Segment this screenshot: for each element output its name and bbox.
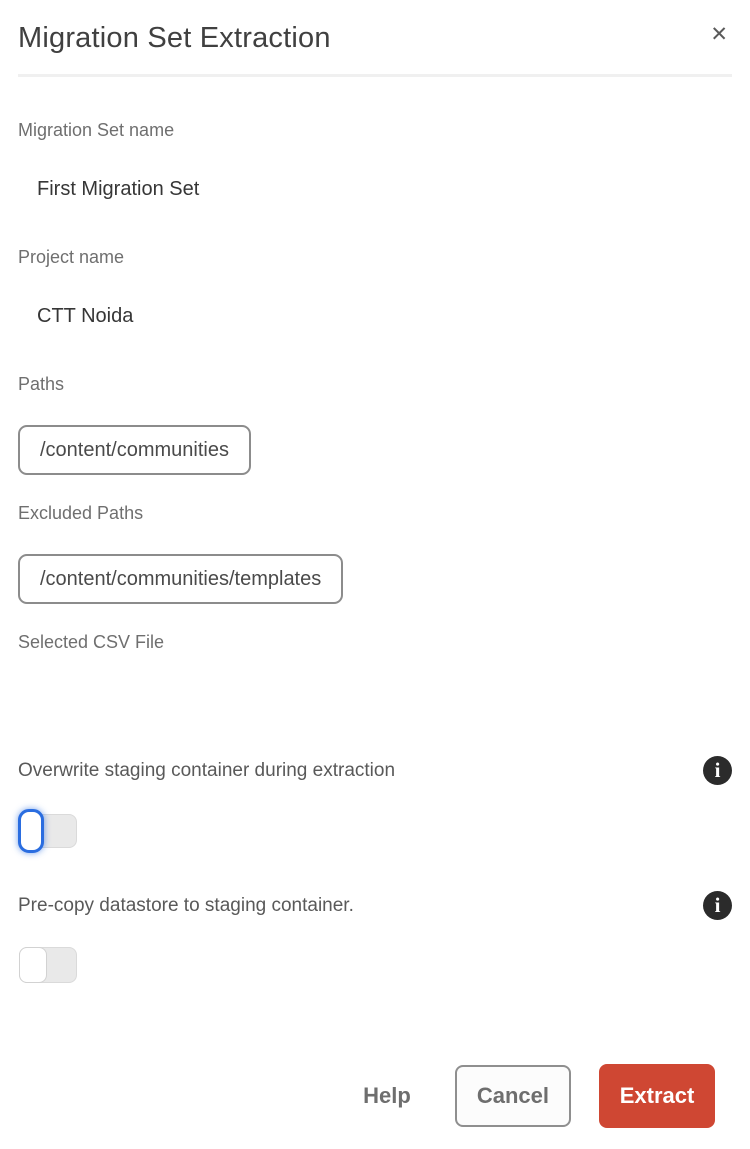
- overwrite-toggle-switch[interactable]: [18, 809, 80, 853]
- header-divider: [18, 74, 732, 77]
- project-name-value: CTT Noida: [37, 305, 134, 327]
- precopy-toggle-row: Pre-copy datastore to staging container.…: [18, 891, 732, 920]
- selected-csv-file-label: Selected CSV File: [18, 632, 165, 652]
- info-icon[interactable]: i: [703, 756, 732, 785]
- dialog-title: Migration Set Extraction: [18, 22, 331, 54]
- migration-set-name-label: Migration Set name: [18, 120, 175, 140]
- extract-button[interactable]: Extract: [599, 1064, 715, 1128]
- dialog-header: Migration Set Extraction ✕: [0, 0, 750, 58]
- cancel-button[interactable]: Cancel: [454, 1065, 571, 1127]
- info-icon[interactable]: i: [703, 891, 732, 920]
- toggle-knob: [18, 809, 44, 853]
- migration-set-name-value: First Migration Set: [37, 178, 200, 200]
- excluded-path-chip[interactable]: /content/communities/templates: [18, 554, 344, 604]
- help-button[interactable]: Help: [363, 1083, 411, 1108]
- close-icon[interactable]: ✕: [710, 23, 728, 46]
- precopy-toggle-switch[interactable]: [18, 946, 80, 984]
- dialog-body: Migration Set name First Migration Set P…: [0, 119, 750, 1128]
- excluded-paths-label: Excluded Paths: [18, 503, 144, 523]
- overwrite-toggle-row: Overwrite staging container during extra…: [18, 756, 732, 785]
- overwrite-toggle-label: Overwrite staging container during extra…: [18, 759, 396, 781]
- precopy-toggle-label: Pre-copy datastore to staging container.: [18, 894, 354, 916]
- dialog-footer: Help Cancel Extract: [18, 1064, 732, 1128]
- excluded-paths-chip-list: /content/communities/templates: [18, 554, 732, 604]
- paths-chip-list: /content/communities: [18, 425, 732, 475]
- path-chip[interactable]: /content/communities: [18, 425, 251, 475]
- toggle-knob: [19, 947, 47, 983]
- paths-label: Paths: [18, 374, 65, 394]
- project-name-label: Project name: [18, 247, 125, 267]
